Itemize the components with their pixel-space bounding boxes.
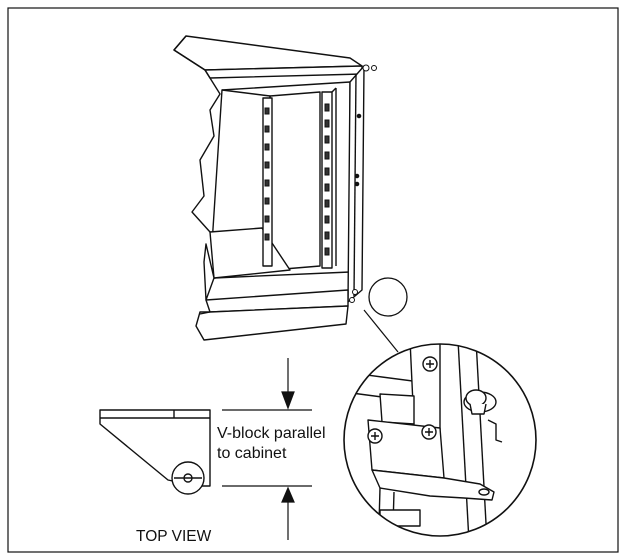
- magnified-bracket-detail: [343, 343, 537, 537]
- rail-holes: [264, 103, 330, 256]
- vblock-annotation: V-block parallel to cabinet: [217, 424, 326, 464]
- vblock-annotation-line1: V-block parallel: [217, 425, 326, 442]
- vblock-top-view: [99, 409, 211, 495]
- figure-border: [7, 7, 619, 553]
- detail-leader-line: [363, 309, 399, 353]
- cabinet-cutaway: [173, 35, 365, 341]
- detail-callout-circle: [368, 277, 408, 317]
- dimension-markers: [222, 358, 312, 540]
- top-view-caption: TOP VIEW: [136, 528, 212, 545]
- vblock-annotation-line2: to cabinet: [217, 445, 287, 462]
- cabinet-screws: [349, 64, 377, 303]
